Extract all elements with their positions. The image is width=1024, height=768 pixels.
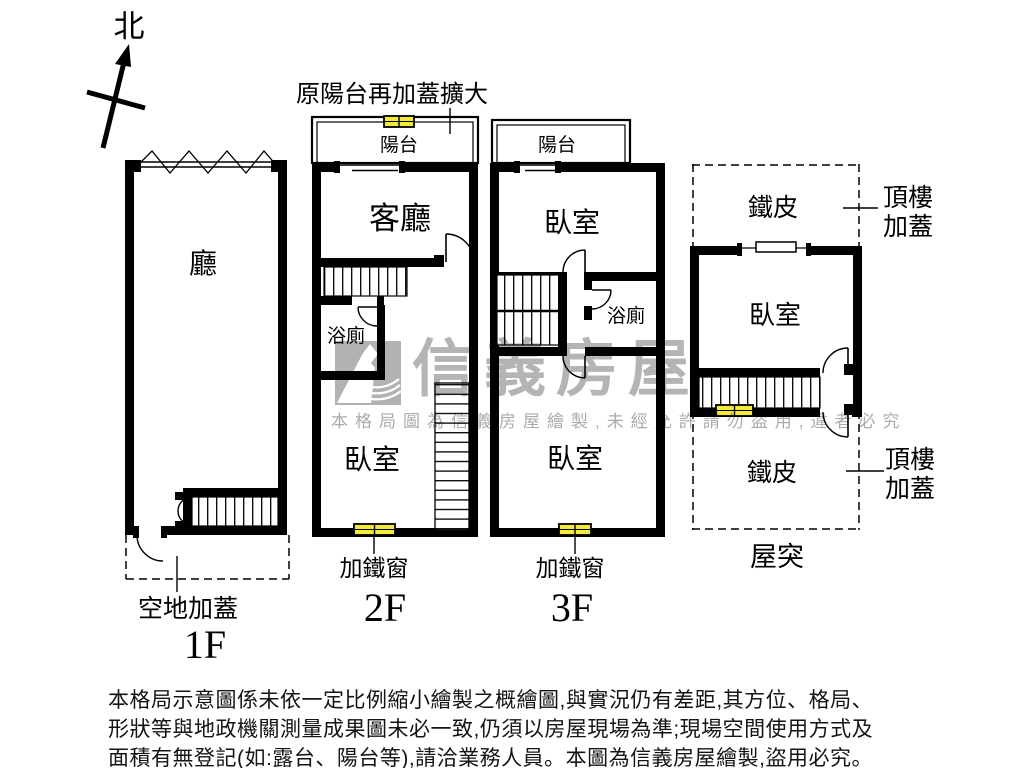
disclaimer-line-3: 面積有無登記(如:露台、陽台等),請洽業務人員。本圖為信義房屋繪製,盜用必究。 <box>108 747 873 768</box>
north-arrow-crossbar <box>86 89 146 111</box>
floor-label-3f: 3F <box>551 585 593 630</box>
floorplan-2f: 陽台 客廳 浴廁 臥室 加鐵窗 2F <box>310 115 480 630</box>
door-swing-2f-living <box>445 233 475 263</box>
floor-label-roof: 屋突 <box>750 542 804 572</box>
room-label-bath-3f: 浴廁 <box>607 304 645 327</box>
iron-window-2f <box>353 523 396 536</box>
window-roof-bedroom <box>755 241 797 253</box>
iron-window-roof <box>715 404 754 417</box>
north-arrow-shaft <box>100 57 128 149</box>
room-label-living: 客廳 <box>369 201 431 236</box>
floor-label-2f: 2F <box>364 585 406 630</box>
stairs-2f <box>323 266 408 297</box>
dashed-ground-area-1f <box>125 535 290 580</box>
room-label-bedroom-3f-upper: 臥室 <box>544 207 600 238</box>
door-swing-1f-entry <box>136 534 164 562</box>
room-label-bedroom-roof: 臥室 <box>749 300 801 330</box>
room-label-metal-lower: 鐵皮 <box>747 459 797 487</box>
note-ground-cover: 空地加蓋 <box>138 595 238 623</box>
note-roof-cover-upper-2: 加蓋 <box>883 213 933 241</box>
annotation-balcony-expand: 原陽台再加蓋擴大 <box>296 81 488 108</box>
note-roof-cover-lower-1: 頂樓 <box>885 446 935 474</box>
iron-window-3f <box>558 523 592 536</box>
north-compass: 北 <box>86 9 146 149</box>
zigzag-wall <box>135 149 278 175</box>
floorplan-roof: 鐵皮 臥室 鐵皮 頂樓 加蓋 頂樓 加蓋 屋突 <box>690 164 935 572</box>
room-label-bedroom-3f-lower: 臥室 <box>547 443 603 474</box>
door-swing-roof-upper <box>822 347 849 374</box>
room-label-balcony-2f: 陽台 <box>380 134 418 156</box>
room-label-bath-2f: 浴廁 <box>327 324 365 347</box>
north-arrow-head <box>115 44 131 67</box>
floorplan-1f: 廳 空地加蓋 1F <box>125 149 290 667</box>
disclaimer-text: 本格局示意圖係未依一定比例縮小繪製之概繪圖,與實況仍有差距,其方位、格局、 形狀… <box>108 686 948 768</box>
iron-window-2f-balcony <box>383 115 415 128</box>
note-roof-cover-upper-1: 頂樓 <box>883 184 933 212</box>
room-label-bedroom-2f: 臥室 <box>344 444 400 475</box>
note-iron-window-2f: 加鐵窗 <box>340 555 409 581</box>
door-swing-2f-bath <box>357 306 378 327</box>
stairs-roof <box>698 376 821 409</box>
door-swing-3f-bath <box>591 289 612 310</box>
door-swing-roof-lower <box>822 411 849 438</box>
door-swing-3f-bedroom <box>562 249 586 273</box>
door-swing-3f-lower <box>562 355 586 379</box>
note-roof-cover-lower-2: 加蓋 <box>885 475 935 503</box>
floor-label-1f: 1F <box>184 622 226 667</box>
balcony-expansion-annotation: 原陽台再加蓋擴大 <box>296 81 488 134</box>
room-label-metal-upper: 鐵皮 <box>748 194 798 222</box>
disclaimer-line-2: 形狀等與地政機關測量成果圖未必一致,仍須以房屋現場為準;現場空間使用方式及 <box>108 718 874 741</box>
note-iron-window-3f: 加鐵窗 <box>536 555 605 581</box>
disclaimer-line-1: 本格局示意圖係未依一定比例縮小繪製之概繪圖,與實況仍有差距,其方位、格局、 <box>108 689 874 712</box>
north-label: 北 <box>114 9 145 44</box>
room-label-hall: 廳 <box>189 248 217 279</box>
stairs-2f-up <box>434 382 470 531</box>
stairs-1f <box>191 496 279 527</box>
door-swing-1f-stairs <box>177 496 193 512</box>
room-label-balcony-3f: 陽台 <box>538 134 576 156</box>
floorplan-3f: 陽台 臥室 浴廁 臥室 加鐵窗 3F <box>490 118 665 630</box>
